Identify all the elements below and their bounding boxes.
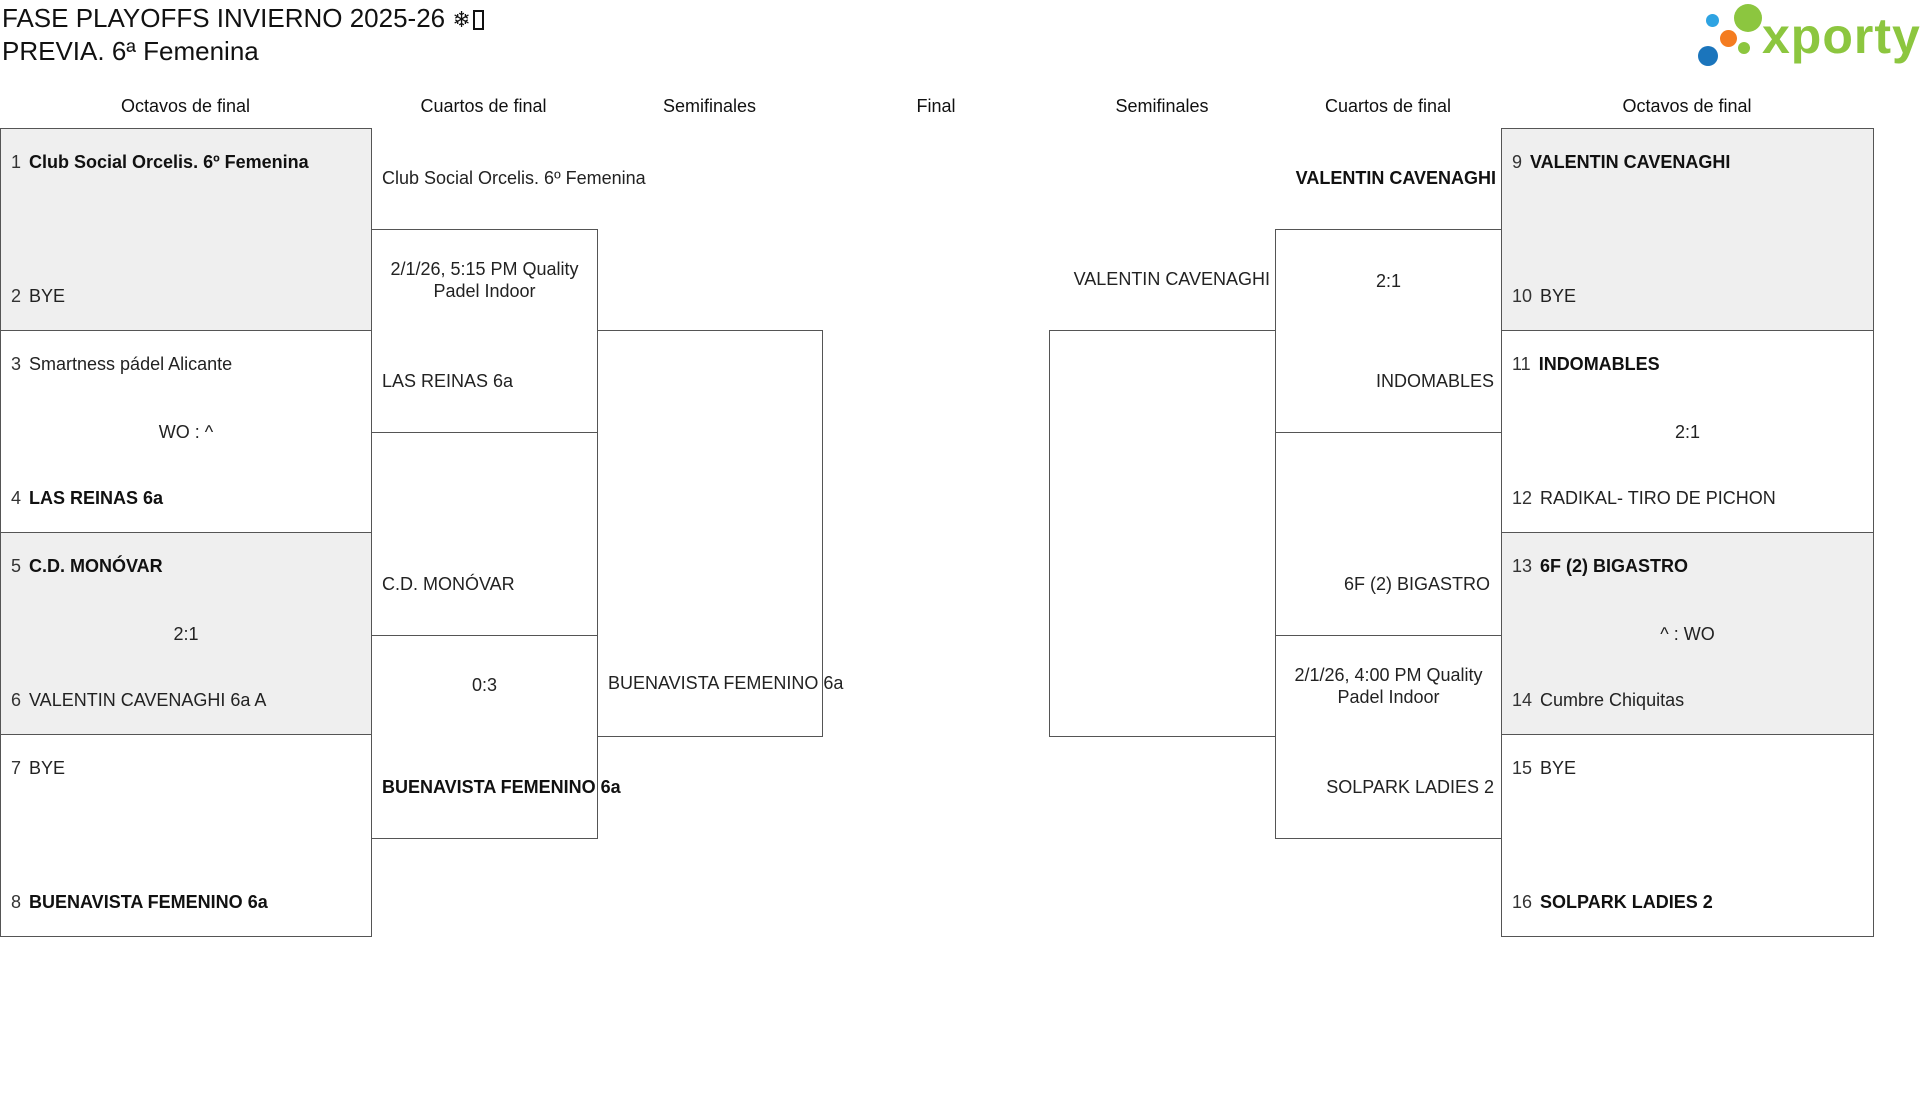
team-name: 6F (2) BIGASTRO <box>1540 556 1689 576</box>
match-result: 2:1 <box>1375 271 1402 291</box>
qf-connector[interactable]: 2:1 INDOMABLES <box>1275 229 1502 433</box>
team-name: INDOMABLES <box>1538 354 1660 374</box>
match-result: WO : ^ <box>158 422 214 442</box>
seed-row: 4 LAS REINAS 6a <box>11 487 163 509</box>
match-card[interactable]: 11 INDOMABLES 2:1 12 RADIKAL- TIRO DE PICH… <box>1501 330 1874 533</box>
seed-number: 9 <box>1512 152 1523 172</box>
seed-number: 4 <box>11 488 22 508</box>
column-header-right-qf: Cuartos de final <box>1324 96 1452 116</box>
qf-team-slot: Club Social Orcelis. 6º Femenina <box>382 168 646 188</box>
seed-number: 15 <box>1512 758 1533 778</box>
team-name: SOLPARK LADIES 2 <box>1540 892 1713 912</box>
seed-row: 13 6F (2) BIGASTRO <box>1512 555 1688 577</box>
title-text: FASE PLAYOFFS INVIERNO 2025-26 <box>2 3 446 33</box>
column-header-left-sf: Semifinales <box>662 96 757 116</box>
column-header-left-qf: Cuartos de final <box>420 96 547 116</box>
match-card[interactable]: 5 C.D. MONÓVAR 2:1 6 VALENTIN CAVENAGHI 6a… <box>0 532 372 735</box>
seed-row: 10 BYE <box>1512 285 1576 307</box>
column-header-right-r16: Octavos de final <box>1622 96 1752 116</box>
team-name: Club Social Orcelis. 6º Femenina <box>29 152 309 172</box>
seed-row: 11 INDOMABLES <box>1512 353 1660 375</box>
sf-connector[interactable] <box>1049 330 1276 737</box>
seed-row: 16 SOLPARK LADIES 2 <box>1512 891 1713 913</box>
match-card[interactable]: 7 BYE 8 BUENAVISTA FEMENINO 6a <box>0 734 372 937</box>
tournament-title: FASE PLAYOFFS INVIERNO 2025-26 ❄ <box>2 2 484 36</box>
seed-number: 13 <box>1512 556 1533 576</box>
column-header-left-r16: Octavos de final <box>120 96 251 116</box>
seed-row: 2 BYE <box>11 285 65 307</box>
seed-row: 14 Cumbre Chiquitas <box>1512 689 1684 711</box>
seed-row: 7 BYE <box>11 757 65 779</box>
seed-row: 3 Smartness pádel Alicante <box>11 353 232 375</box>
team-name: BYE <box>1540 758 1577 778</box>
match-card[interactable]: 13 6F (2) BIGASTRO ^ : WO 14 Cumbre Chiqui… <box>1501 532 1874 735</box>
match-schedule: 2/1/26, 5:15 PM Quality Padel Indoor <box>390 259 579 301</box>
seed-row: 12 RADIKAL- TIRO DE PICHON <box>1512 487 1776 509</box>
qf-connector[interactable]: 2/1/26, 4:00 PM Quality Padel Indoor SOL… <box>1275 635 1502 839</box>
seed-row: 15 BYE <box>1512 757 1576 779</box>
seed-number: 14 <box>1512 690 1533 710</box>
qf-team-slot: BUENAVISTA FEMENINO 6a <box>382 777 621 797</box>
xporty-logo[interactable]: xporty <box>1696 4 1920 68</box>
team-name: LAS REINAS 6a <box>29 488 164 508</box>
seed-number: 16 <box>1512 892 1533 912</box>
category-subtitle: PREVIA. 6ª Femenina <box>2 36 259 66</box>
snowflake-icon: ❄ <box>452 7 471 32</box>
seed-row: 9 VALENTIN CAVENAGHI <box>1512 151 1730 173</box>
match-result: ^ : WO <box>1660 624 1715 644</box>
missing-glyph-icon <box>472 10 484 30</box>
seed-number: 10 <box>1512 286 1533 306</box>
seed-number: 8 <box>11 892 22 912</box>
sf-connector[interactable]: BUENAVISTA FEMENINO 6a <box>597 330 844 737</box>
team-name: BYE <box>29 758 66 778</box>
team-name: C.D. MONÓVAR <box>29 556 163 576</box>
sf-team-slot: VALENTIN CAVENAGHI <box>1073 269 1270 289</box>
seed-row: 1 Club Social Orcelis. 6º Femenina <box>11 151 309 173</box>
match-result: 2:1 <box>173 624 199 644</box>
match-card[interactable]: 1 Club Social Orcelis. 6º Femenina 2 BYE <box>0 128 372 331</box>
match-card[interactable]: 15 BYE 16 SOLPARK LADIES 2 <box>1501 734 1874 937</box>
match-result: 0:3 <box>471 675 498 695</box>
match-schedule: 2/1/26, 4:00 PM Quality Padel Indoor <box>1294 665 1483 707</box>
column-header-right-sf: Semifinales <box>1115 96 1209 116</box>
seed-number: 3 <box>11 354 22 374</box>
qf-connector[interactable]: 0:3 BUENAVISTA FEMENINO 6a <box>371 635 621 839</box>
match-card[interactable]: 3 Smartness pádel Alicante WO : ^ 4 LAS RE… <box>0 330 372 533</box>
sf-team-slot: BUENAVISTA FEMENINO 6a <box>608 673 844 693</box>
seed-number: 6 <box>11 690 22 710</box>
seed-number: 11 <box>1512 354 1531 374</box>
qf-team-slot: 6F (2) BIGASTRO <box>1343 574 1490 594</box>
qf-connector[interactable]: 2/1/26, 5:15 PM Quality Padel Indoor LAS… <box>371 229 598 433</box>
qf-team-slot: LAS REINAS 6a <box>382 371 514 391</box>
team-name: Smartness pádel Alicante <box>29 354 233 374</box>
seed-number: 12 <box>1512 488 1533 508</box>
team-name: RADIKAL- TIRO DE PICHON <box>1540 488 1776 508</box>
seed-row: 5 C.D. MONÓVAR <box>11 555 163 577</box>
match-card[interactable]: 9 VALENTIN CAVENAGHI 10 BYE <box>1501 128 1874 331</box>
logo-text: xporty <box>1762 8 1921 64</box>
qf-team-slot: VALENTIN CAVENAGHI <box>1295 168 1496 188</box>
seed-number: 1 <box>11 152 22 172</box>
team-name: BYE <box>1540 286 1577 306</box>
seed-number: 7 <box>11 758 22 778</box>
seed-number: 2 <box>11 286 22 306</box>
qf-team-slot: INDOMABLES <box>1375 371 1494 391</box>
team-name: VALENTIN CAVENAGHI <box>1530 152 1731 172</box>
seed-row: 6 VALENTIN CAVENAGHI 6a A <box>11 689 266 711</box>
seed-number: 5 <box>11 556 22 576</box>
team-name: Cumbre Chiquitas <box>1540 690 1685 710</box>
seed-row: 8 BUENAVISTA FEMENINO 6a <box>11 891 268 913</box>
team-name: BUENAVISTA FEMENINO 6a <box>29 892 268 912</box>
qf-team-slot: SOLPARK LADIES 2 <box>1326 777 1494 797</box>
qf-team-slot: C.D. MONÓVAR <box>382 574 515 594</box>
team-name: VALENTIN CAVENAGHI 6a A <box>29 690 267 710</box>
column-header-final: Final <box>916 96 956 116</box>
match-result: 2:1 <box>1674 422 1701 442</box>
team-name: BYE <box>29 286 66 306</box>
